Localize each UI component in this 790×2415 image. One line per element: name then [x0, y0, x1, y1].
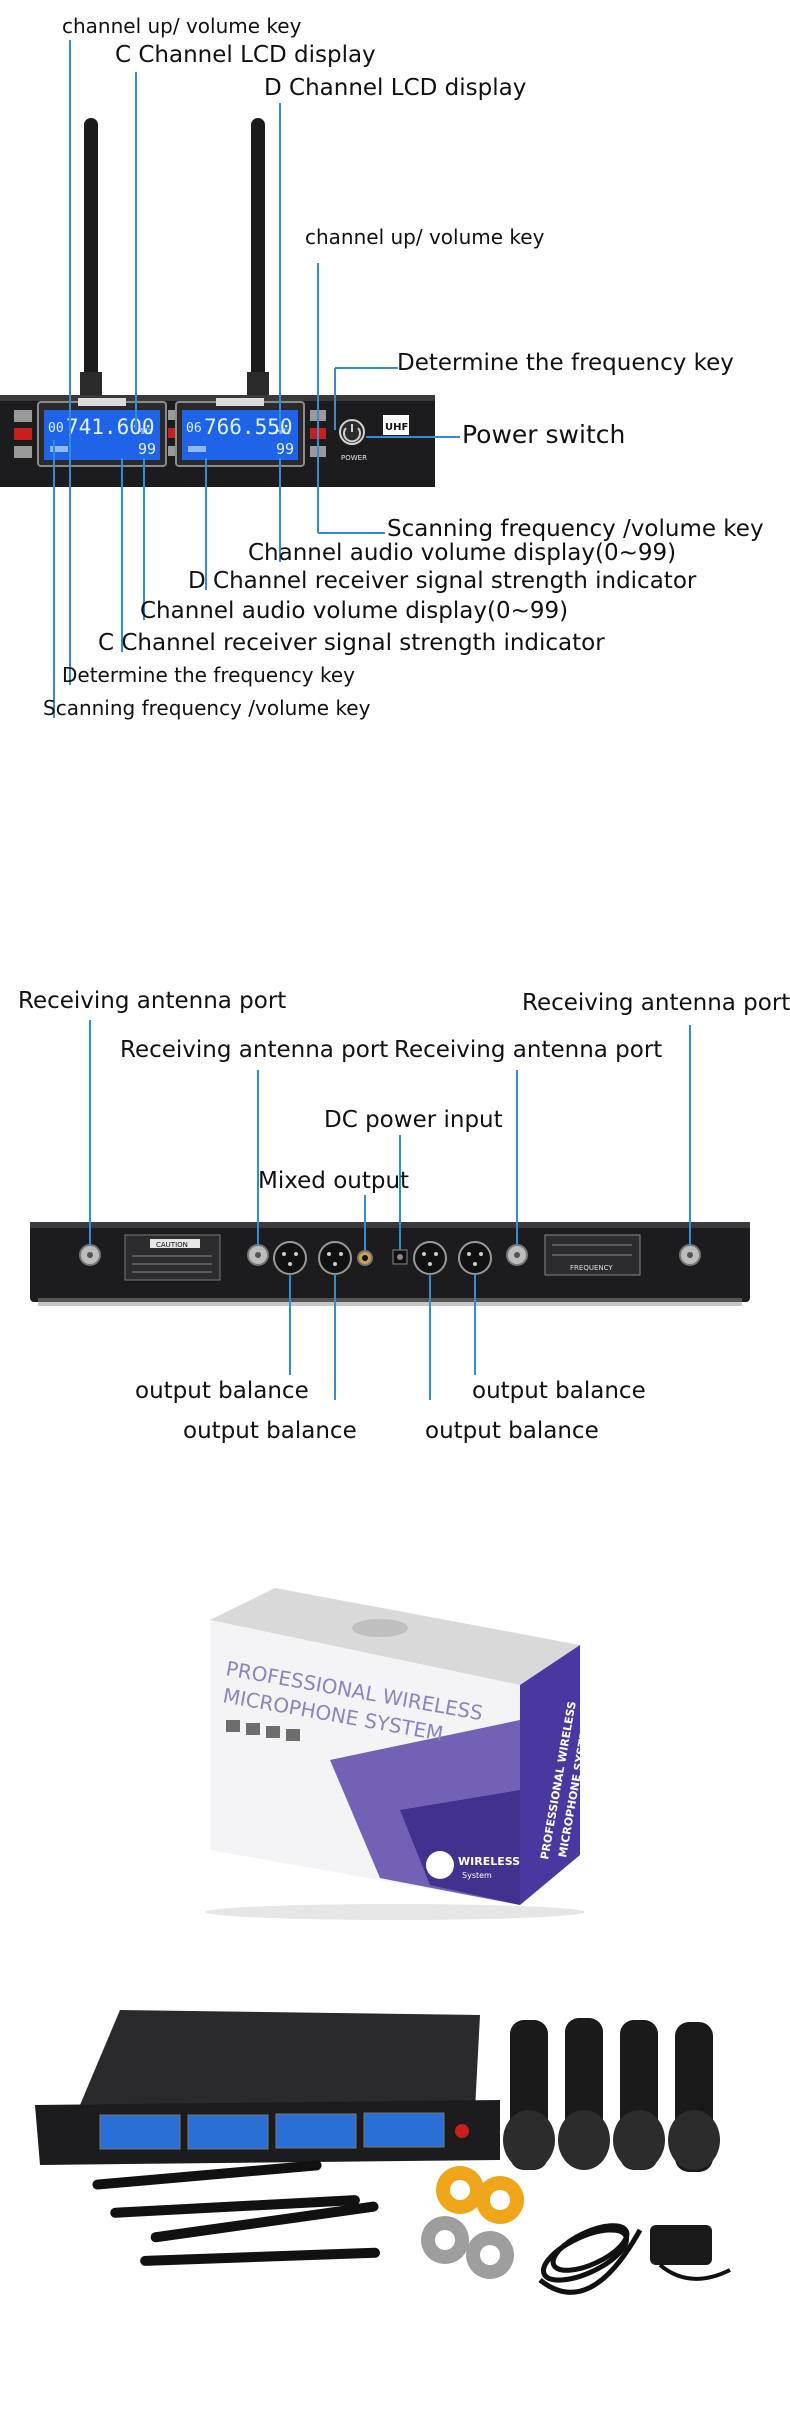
label-scanning-frequency-volume-key-left: Scanning frequency /volume key: [43, 696, 371, 720]
accessories-kit-graphic: [35, 2010, 731, 2295]
lcd-c-frequency-text: 741.600: [66, 415, 155, 439]
label-mixed-output: Mixed output: [258, 1168, 410, 1194]
antenna-port-1: [79, 1244, 101, 1266]
kit-microphones: [503, 2018, 720, 2172]
lcd-d-volume-text: 99: [276, 440, 294, 458]
lcd-c-display: 00 741.600 MHz 99: [37, 398, 167, 467]
lcd-d-unit-text: MHz: [276, 427, 291, 436]
label-output-balance-1: output balance: [135, 1378, 309, 1404]
kit-antennas: [92, 2160, 381, 2266]
label-determine-frequency-key-right: Determine the frequency key: [397, 350, 734, 376]
mixed-output-jack: [357, 1250, 373, 1266]
box-side: [520, 1645, 580, 1905]
label-receiving-antenna-port-1: Receiving antenna port: [18, 988, 287, 1014]
antenna-port-2: [247, 1244, 269, 1266]
lcd-c-channel-text: 00: [48, 421, 64, 436]
label-output-balance-4: output balance: [472, 1378, 646, 1404]
xlr-output-4: [458, 1241, 492, 1275]
kit-audio-cable: [538, 2223, 643, 2295]
power-switch: POWER: [339, 419, 367, 462]
lcd-c-unit-text: MHz: [138, 427, 153, 436]
kit-receiver-top: [80, 2010, 480, 2110]
label-c-signal-strength: C Channel receiver signal strength indic…: [98, 630, 605, 656]
lcd-c-volume-text: 99: [138, 440, 156, 458]
label-channel-audio-volume-d: Channel audio volume display(0~99): [248, 540, 677, 566]
label-receiving-antenna-port-4: Receiving antenna port: [522, 990, 790, 1016]
svg-text:CAUTION: CAUTION: [156, 1241, 188, 1249]
svg-text:System: System: [462, 1871, 492, 1880]
lcd-d-display: 06 766.550 MHz 99: [175, 398, 305, 467]
rear-panel-graphic: CAUTION FREQUENCY: [30, 1020, 750, 1400]
label-receiving-antenna-port-2: Receiving antenna port: [120, 1037, 389, 1063]
lcd-d-channel-text: 06: [186, 421, 202, 436]
label-scanning-frequency-volume-key-right: Scanning frequency /volume key: [387, 516, 764, 542]
label-c-channel-lcd: C Channel LCD display: [115, 42, 376, 68]
rear-panel-diagram: CAUTION FREQUENCY Receiving antenn: [0, 960, 790, 1480]
packaging-box-photo: PROFESSIONAL WIRELESS MICROPHONE SYSTEM …: [0, 1560, 790, 1940]
packaging-box-graphic: PROFESSIONAL WIRELESS MICROPHONE SYSTEM …: [205, 1588, 593, 1920]
kit-mic-rings: [421, 2166, 524, 2279]
front-panel-diagram: 00 741.600 MHz 99 06 766.550 MHz 99: [0, 0, 790, 760]
label-channel-up-volume-key-2: channel up/ volume key: [305, 225, 545, 249]
box-top: [210, 1588, 580, 1685]
label-channel-up-volume-key-1: channel up/ volume key: [62, 14, 302, 38]
box-badge-logo: [426, 1851, 454, 1879]
rear-callout-lines: [89, 1020, 691, 1400]
antenna-left: [80, 118, 102, 402]
antenna-port-4: [679, 1244, 701, 1266]
dc-power-jack: [392, 1249, 408, 1265]
label-d-channel-lcd: D Channel LCD display: [264, 75, 527, 101]
front-panel-graphic: 00 741.600 MHz 99 06 766.550 MHz 99: [0, 40, 460, 718]
label-power-switch: Power switch: [462, 420, 626, 449]
label-channel-audio-volume-c: Channel audio volume display(0~99): [140, 598, 569, 624]
xlr-output-1: [273, 1241, 307, 1275]
label-dc-power-input: DC power input: [324, 1107, 503, 1133]
antenna-right: [247, 118, 269, 402]
label-output-balance-3: output balance: [425, 1418, 599, 1444]
label-output-balance-2: output balance: [183, 1418, 357, 1444]
front-callout-lines: [53, 40, 460, 718]
svg-text:WIRELESS: WIRELESS: [458, 1855, 520, 1868]
label-receiving-antenna-port-3: Receiving antenna port: [394, 1037, 663, 1063]
label-determine-frequency-key-left: Determine the frequency key: [62, 663, 355, 687]
kit-power-adapter: [650, 2225, 731, 2281]
xlr-output-3: [413, 1241, 447, 1275]
xlr-output-2: [318, 1241, 352, 1275]
lcd-d-frequency-text: 766.550: [204, 415, 293, 439]
label-d-signal-strength: D Channel receiver signal strength indic…: [188, 568, 697, 594]
svg-text:UHF: UHF: [385, 422, 408, 433]
antenna-port-3: [506, 1244, 528, 1266]
uhf-logo: [383, 415, 409, 435]
accessories-kit-photo: [0, 1990, 790, 2415]
svg-text:POWER: POWER: [341, 454, 367, 462]
svg-text:FREQUENCY: FREQUENCY: [570, 1264, 613, 1272]
